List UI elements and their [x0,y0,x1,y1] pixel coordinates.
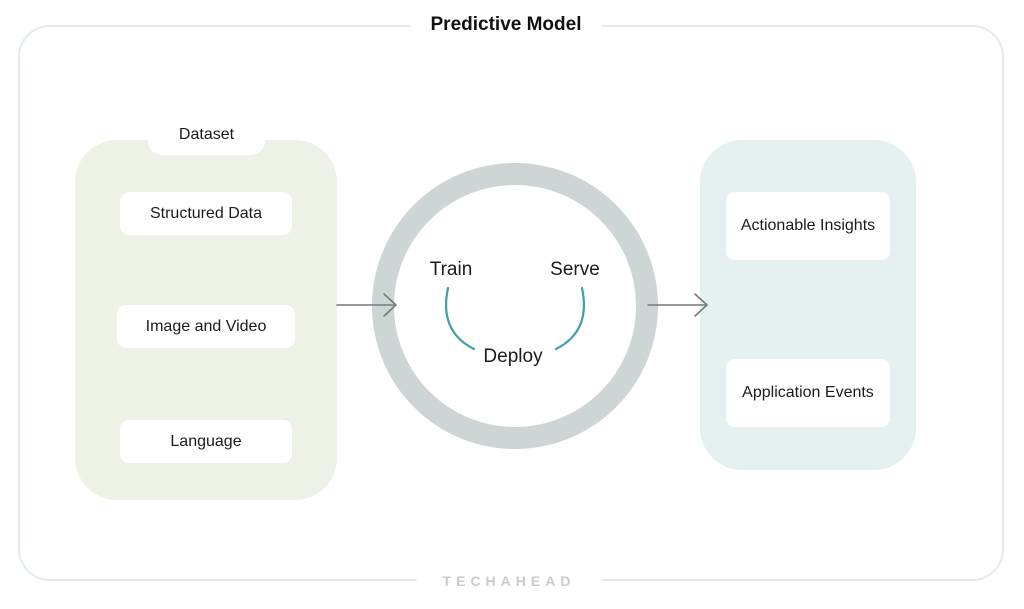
cycle-arcs [444,286,586,351]
output-item-actionable-insights: Actionable Insights [726,192,890,260]
cycle-step-train: Train [429,259,473,280]
dataset-panel-notch [148,139,265,155]
dataset-item-label: Structured Data [149,204,263,222]
dataset-item-label: Language [170,432,242,450]
dataset-item-image-and-video: Image and Video [117,305,295,348]
output-item-label: Actionable Insights [740,217,876,234]
arc-train-to-deploy [444,286,476,351]
arrow-cycle-to-output [647,293,708,317]
techahead-logo: TECHAHEAD [416,570,602,592]
dataset-item-language: Language [120,420,292,463]
arrow-dataset-to-cycle [336,293,397,317]
dataset-item-structured-data: Structured Data [120,192,292,235]
output-item-application-events: Application Events [726,359,890,427]
output-item-label: Application Events [742,384,874,401]
dataset-item-label: Image and Video [145,317,267,335]
cycle-step-serve: Serve [550,259,600,280]
arc-serve-to-deploy [554,286,586,351]
dataset-panel-label: Dataset [178,126,235,143]
page-title: Predictive Model [410,12,602,38]
cycle-step-deploy: Deploy [483,346,543,367]
